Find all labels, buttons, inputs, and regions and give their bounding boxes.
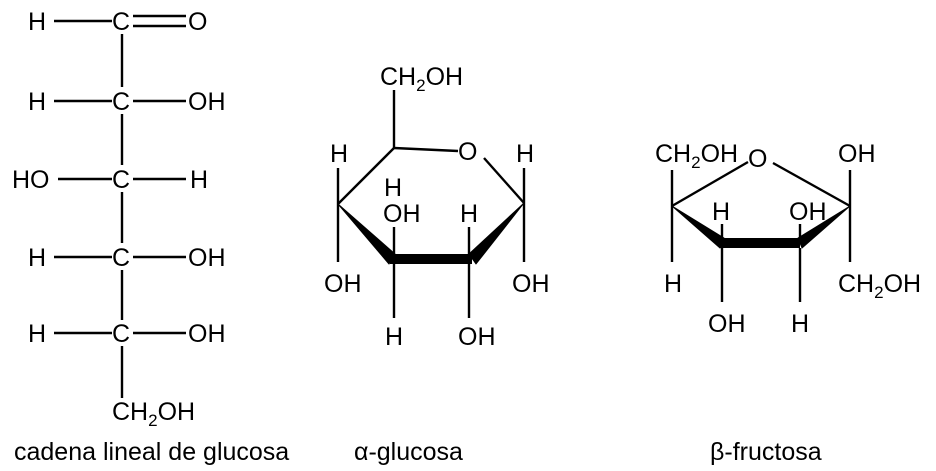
alpha-ring-oxygen: O — [458, 138, 477, 166]
linear-r3-left-group: HO — [12, 166, 50, 194]
beta-oh-c4-down: OH — [708, 310, 746, 338]
beta-ring-o-c2-bond — [772, 161, 851, 208]
alpha-h-c3-down: H — [385, 323, 403, 351]
alpha-oh-c3-up: OH — [383, 200, 421, 228]
beta-ch2oh-left: CH2OH — [655, 140, 738, 172]
alpha-ch2oh-label: CH2OH — [380, 63, 463, 95]
beta-ring-right-wedge — [797, 205, 851, 249]
linear-ch2oh-label: CH2OH — [112, 398, 195, 430]
linear-r4-left-atom: H — [28, 244, 46, 272]
beta-oh-c3-up: OH — [789, 198, 827, 226]
linear-glucose-structure: H C O H C OH HO C H H C OH H C OH — [12, 8, 289, 466]
linear-r2-right-group: OH — [188, 88, 226, 116]
linear-r1-carbon: C — [112, 8, 130, 36]
linear-r2-left-atom: H — [28, 88, 46, 116]
linear-r5-right-group: OH — [188, 320, 226, 348]
beta-h-left: H — [664, 270, 682, 298]
linear-r2-carbon: C — [112, 88, 130, 116]
alpha-glucose-structure: CH2OH O H H H OH H OH OH H OH α-glucosa — [324, 63, 550, 466]
alpha-caption: α-glucosa — [354, 438, 463, 466]
beta-ch2oh-right: CH2OH — [838, 270, 921, 302]
linear-r4-right-group: OH — [188, 244, 226, 272]
alpha-h-c4-top: H — [330, 140, 348, 168]
linear-r3-right-atom: H — [190, 166, 208, 194]
beta-h-c4-up: H — [712, 198, 730, 226]
linear-caption: cadena lineal de glucosa — [14, 438, 289, 466]
alpha-ring-c5-c4-bond — [337, 147, 395, 205]
linear-r3-carbon: C — [112, 166, 130, 194]
alpha-oh-right: OH — [512, 270, 550, 298]
alpha-ring-right-wedge — [468, 202, 525, 265]
alpha-h-c1-top: H — [516, 140, 534, 168]
beta-oh-top-right: OH — [838, 140, 876, 168]
linear-r5-carbon: C — [112, 320, 130, 348]
alpha-oh-left: OH — [324, 270, 362, 298]
alpha-ring-o-c1-bond — [483, 157, 525, 204]
linear-r1-oxygen: O — [188, 8, 207, 36]
beta-h-c3-down: H — [791, 310, 809, 338]
alpha-oh-c2-down: OH — [458, 323, 496, 351]
beta-caption: β-fructosa — [710, 438, 822, 466]
alpha-h-c2-up: H — [460, 200, 478, 228]
linear-r5-left-atom: H — [28, 320, 46, 348]
linear-r1-left-atom: H — [28, 8, 46, 36]
beta-fructose-structure: CH2OH OH O H OH H CH2OH OH H β-fructosa — [655, 140, 921, 466]
alpha-ring-c5-o-bond — [393, 146, 459, 153]
beta-ring-oxygen: O — [748, 145, 767, 173]
alpha-h-c5-inner: H — [384, 174, 402, 202]
beta-ring-c5-o-bond — [671, 160, 749, 208]
linear-r4-carbon: C — [112, 244, 130, 272]
